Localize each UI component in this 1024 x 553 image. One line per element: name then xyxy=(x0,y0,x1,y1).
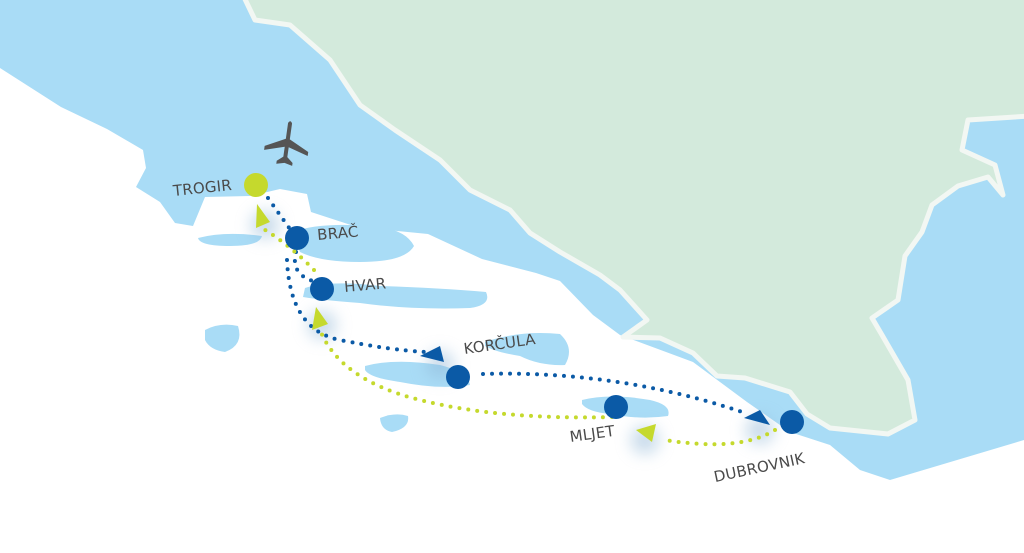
island-solta xyxy=(198,233,262,246)
stop-brac[interactable] xyxy=(285,226,309,250)
route-arrows xyxy=(256,204,770,442)
stop-hvar[interactable] xyxy=(310,277,334,301)
stop-dubrovnik[interactable] xyxy=(780,410,804,434)
islands xyxy=(198,224,669,432)
island-lastovo xyxy=(380,414,409,432)
arrow-to-trogir xyxy=(256,204,270,228)
route-return xyxy=(260,226,777,447)
label-brac: BRAČ xyxy=(316,222,360,244)
arrow-to-korcula xyxy=(420,346,444,362)
stop-korcula[interactable] xyxy=(446,365,470,389)
stop-mljet[interactable] xyxy=(604,395,628,419)
island-peljesac xyxy=(485,333,569,366)
route-outbound xyxy=(266,196,750,416)
label-hvar: HVAR xyxy=(343,274,387,296)
arrow-to-hvar xyxy=(312,307,328,330)
stops xyxy=(244,173,804,434)
airplane-icon xyxy=(264,121,309,166)
arrow-to-dubrovnik xyxy=(744,410,770,425)
island-brac xyxy=(292,224,414,262)
island-hvar xyxy=(303,283,488,309)
stop-trogir[interactable] xyxy=(244,173,268,197)
island-vis xyxy=(205,324,240,352)
mainland xyxy=(242,0,1024,437)
arrow-to-mljet xyxy=(636,424,656,442)
